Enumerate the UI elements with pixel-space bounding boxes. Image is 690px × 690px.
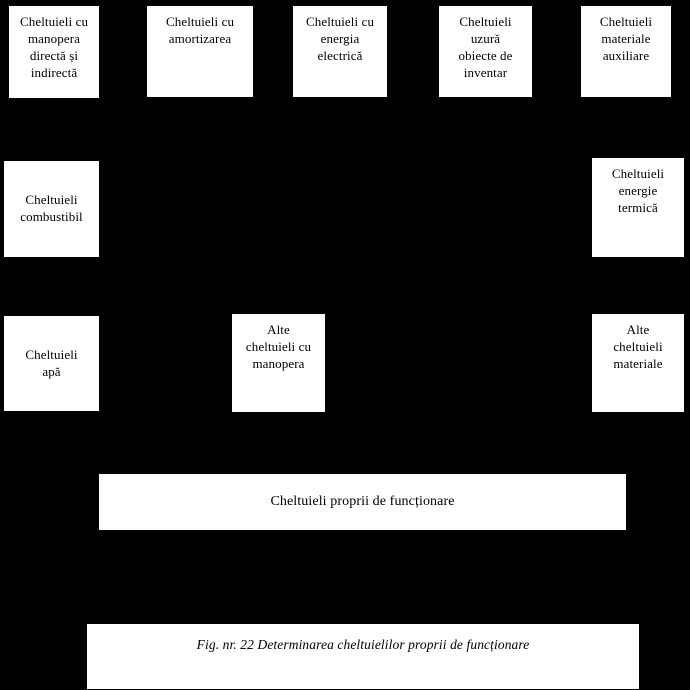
node-cheltuieli-apa: Cheltuieli apă	[3, 315, 100, 412]
node-alte-cheltuieli-cu-manopera: Alte cheltuieli cu manopera	[231, 313, 326, 413]
node-label: Cheltuieli cu amortizarea	[165, 14, 235, 46]
figure-caption: Fig. nr. 22 Determinarea cheltuielilor p…	[86, 623, 640, 690]
node-alte-cheltuieli-materiale: Alte cheltuieli materiale	[591, 313, 685, 413]
node-label: Alte cheltuieli cu manopera	[245, 322, 312, 371]
node-label: Cheltuieli proprii de funcționare	[270, 493, 455, 509]
node-label: Cheltuieli combustibil	[20, 192, 83, 224]
node-label: Alte cheltuieli materiale	[613, 322, 663, 371]
node-label: Cheltuieli apă	[25, 346, 78, 379]
node-cheltuieli-manopera-directa-indirecta: Cheltuieli cu manopera directă și indire…	[8, 5, 100, 99]
node-label: Cheltuieli energie termică	[611, 166, 665, 215]
node-cheltuieli-materiale-auxiliare: Cheltuieli materiale auxiliare	[580, 5, 672, 98]
node-cheltuieli-amortizarea: Cheltuieli cu amortizarea	[146, 5, 254, 98]
node-label: Cheltuieli cu manopera directă și indire…	[19, 14, 89, 80]
node-cheltuieli-uzura-obiecte-inventar: Cheltuieli uzură obiecte de inventar	[438, 5, 533, 98]
node-label: Cheltuieli materiale auxiliare	[599, 14, 653, 63]
node-label: Cheltuieli cu energia electrică	[305, 14, 375, 63]
node-cheltuieli-combustibil: Cheltuieli combustibil	[3, 160, 100, 258]
node-cheltuieli-proprii-de-functionare: Cheltuieli proprii de funcționare	[98, 473, 627, 531]
figure-caption-text: Fig. nr. 22 Determinarea cheltuielilor p…	[196, 637, 530, 652]
node-label: Cheltuieli uzură obiecte de inventar	[458, 14, 513, 80]
node-cheltuieli-energia-electrica: Cheltuieli cu energia electrică	[292, 5, 388, 98]
node-cheltuieli-energie-termica: Cheltuieli energie termică	[591, 157, 685, 258]
